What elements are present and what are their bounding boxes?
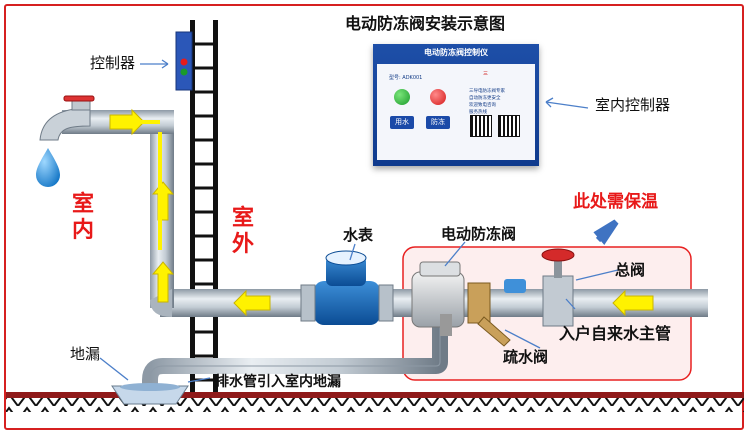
flow-arrows <box>109 108 654 317</box>
keep-warm-arrow <box>593 219 619 245</box>
diagram-title: 电动防冻阀安装示意图 <box>345 14 506 33</box>
controller-label: 控制器 <box>90 54 136 72</box>
indoor-control-panel: 电动防冻阀控制仪 型号: ADK001 用水 防冻 三 三导电防冻阀专家 自动防… <box>373 44 539 166</box>
drain-valve-label: 疏水阀 <box>503 348 549 366</box>
indoor-controller-label: 室内控制器 <box>595 96 671 114</box>
green-led-icon <box>394 89 410 105</box>
red-led-icon <box>430 89 446 105</box>
keep-warm-label: 此处需保温 <box>573 192 658 212</box>
exterior-wall <box>190 20 218 392</box>
qr-code-icon <box>470 115 492 137</box>
pointer-lines <box>99 59 619 383</box>
panel-text-line: 服务热线 <box>469 110 487 115</box>
panel-text-line: 欢迎致电咨询 <box>469 103 496 108</box>
panel-brand: 三 <box>483 71 489 77</box>
main-valve-label: 总阀 <box>615 261 646 279</box>
qr-code-icon <box>498 115 520 137</box>
water-meter-label: 水表 <box>343 226 374 244</box>
floor-drain <box>111 383 189 405</box>
ground-line <box>6 392 744 398</box>
faucet <box>39 95 95 141</box>
drain-valve <box>477 316 511 347</box>
diagram-border <box>4 4 744 430</box>
outdoor-label: 室外 <box>232 206 255 257</box>
indoor-label: 室内 <box>72 192 95 243</box>
main-valve <box>541 248 575 327</box>
ground-hatch <box>6 398 744 412</box>
panel-model: 型号: ADK001 <box>389 75 423 81</box>
water-drop <box>36 148 60 187</box>
floor-drain-label: 地漏 <box>70 345 101 363</box>
water-use-button[interactable]: 用水 <box>390 116 414 129</box>
electric-valve-label: 电动防冻阀 <box>441 225 517 243</box>
wall-controller <box>175 31 193 91</box>
water-meter <box>300 250 394 325</box>
panel-text-line: 三导电防冻阀专家 <box>469 89 505 94</box>
panel-text-line: 自动防冻更安全 <box>469 96 501 101</box>
antifreeze-button[interactable]: 防冻 <box>426 116 450 129</box>
main-pipe-label: 入户自来水主管 <box>559 324 672 343</box>
panel-face <box>377 64 535 160</box>
panel-title: 电动防冻阀控制仪 <box>424 48 488 57</box>
electric-antifreeze-valve <box>411 261 526 336</box>
drain-pipe-label: 排水管引入室内地漏 <box>215 374 341 390</box>
